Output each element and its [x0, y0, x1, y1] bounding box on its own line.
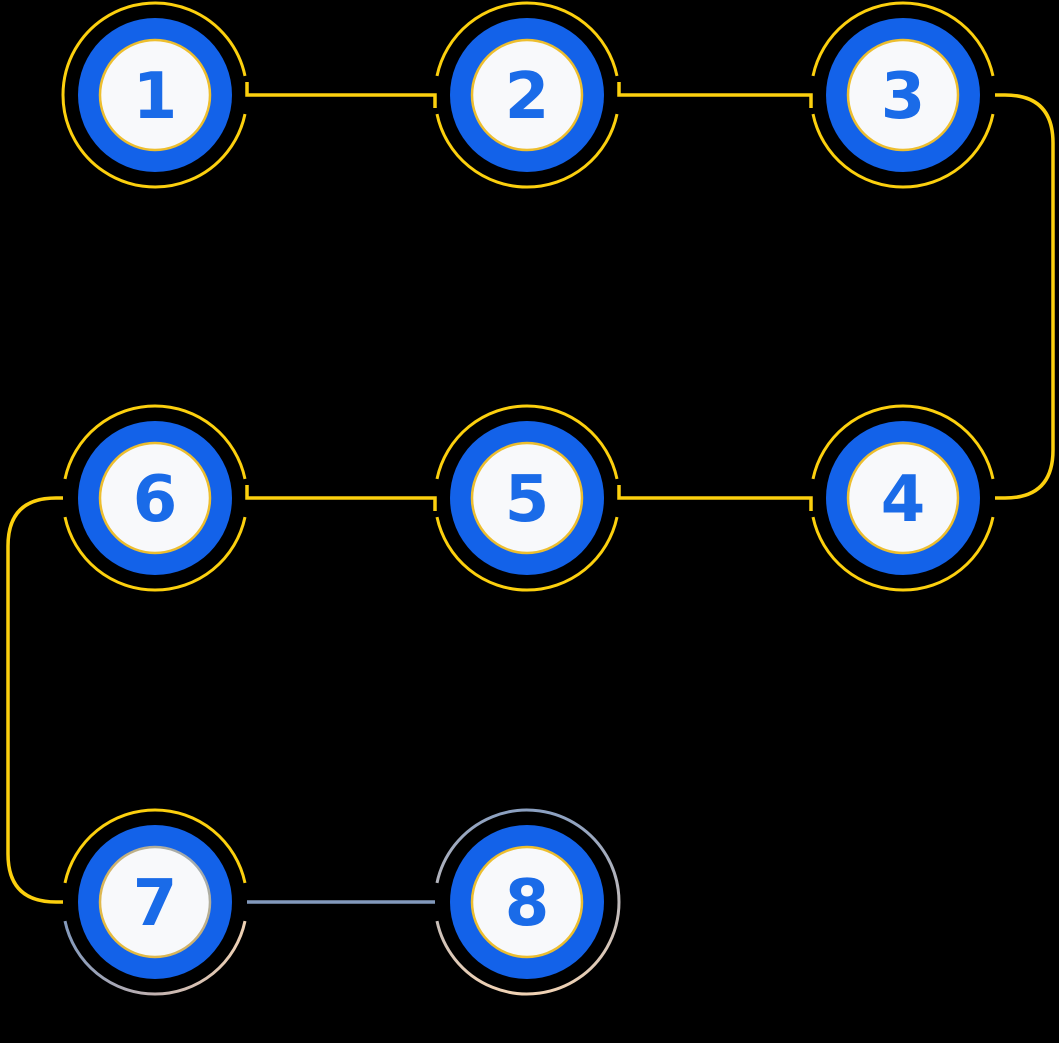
node-6-outer-ring [63, 516, 247, 592]
node-3-outer-ring [811, 1, 995, 77]
connector-2-3 [617, 82, 813, 108]
step-node-6: 6 [63, 404, 247, 592]
connectors [6, 82, 1055, 904]
node-3-face [846, 38, 960, 152]
node-4-number: 4 [881, 463, 926, 537]
connector-5-6 [245, 485, 437, 511]
node-6-face [98, 441, 212, 555]
node-8-face [470, 845, 584, 959]
node-2-face [470, 38, 584, 152]
node-7-number: 7 [133, 867, 178, 941]
step-node-1: 1 [61, 1, 247, 189]
node-2-outer-ring [435, 1, 619, 77]
step-node-7: 7 [63, 808, 247, 996]
node-7-outer-ring [63, 920, 247, 996]
node-4-outer-ring [811, 404, 995, 480]
step-node-4: 4 [811, 404, 995, 592]
node-1-outer-ring [61, 1, 247, 189]
node-5-face [470, 441, 584, 555]
step-node-5: 5 [435, 404, 619, 592]
connector-3-4 [995, 93, 1055, 500]
node-7-outer-ring [63, 808, 247, 884]
node-8-number: 8 [505, 867, 550, 941]
node-4-outer-ring [811, 516, 995, 592]
node-1-number: 1 [133, 60, 178, 134]
step-node-8: 8 [435, 808, 621, 996]
node-4-face [846, 441, 960, 555]
node-8-outer-ring [435, 808, 621, 996]
step-node-3: 3 [811, 1, 995, 189]
node-2-number: 2 [505, 60, 550, 134]
connector-4-5 [617, 485, 813, 511]
node-6-outer-ring [63, 404, 247, 480]
connector-6-7 [6, 496, 63, 904]
node-1-face [98, 38, 212, 152]
node-3-number: 3 [881, 60, 926, 134]
node-2-outer-ring [435, 113, 619, 189]
node-5-number: 5 [505, 463, 550, 537]
node-5-outer-ring [435, 404, 619, 480]
node-5-outer-ring [435, 516, 619, 592]
node-6-number: 6 [133, 463, 178, 537]
step-node-2: 2 [435, 1, 619, 189]
connector-1-2 [245, 82, 437, 108]
node-3-outer-ring [811, 113, 995, 189]
node-7-face [98, 845, 212, 959]
